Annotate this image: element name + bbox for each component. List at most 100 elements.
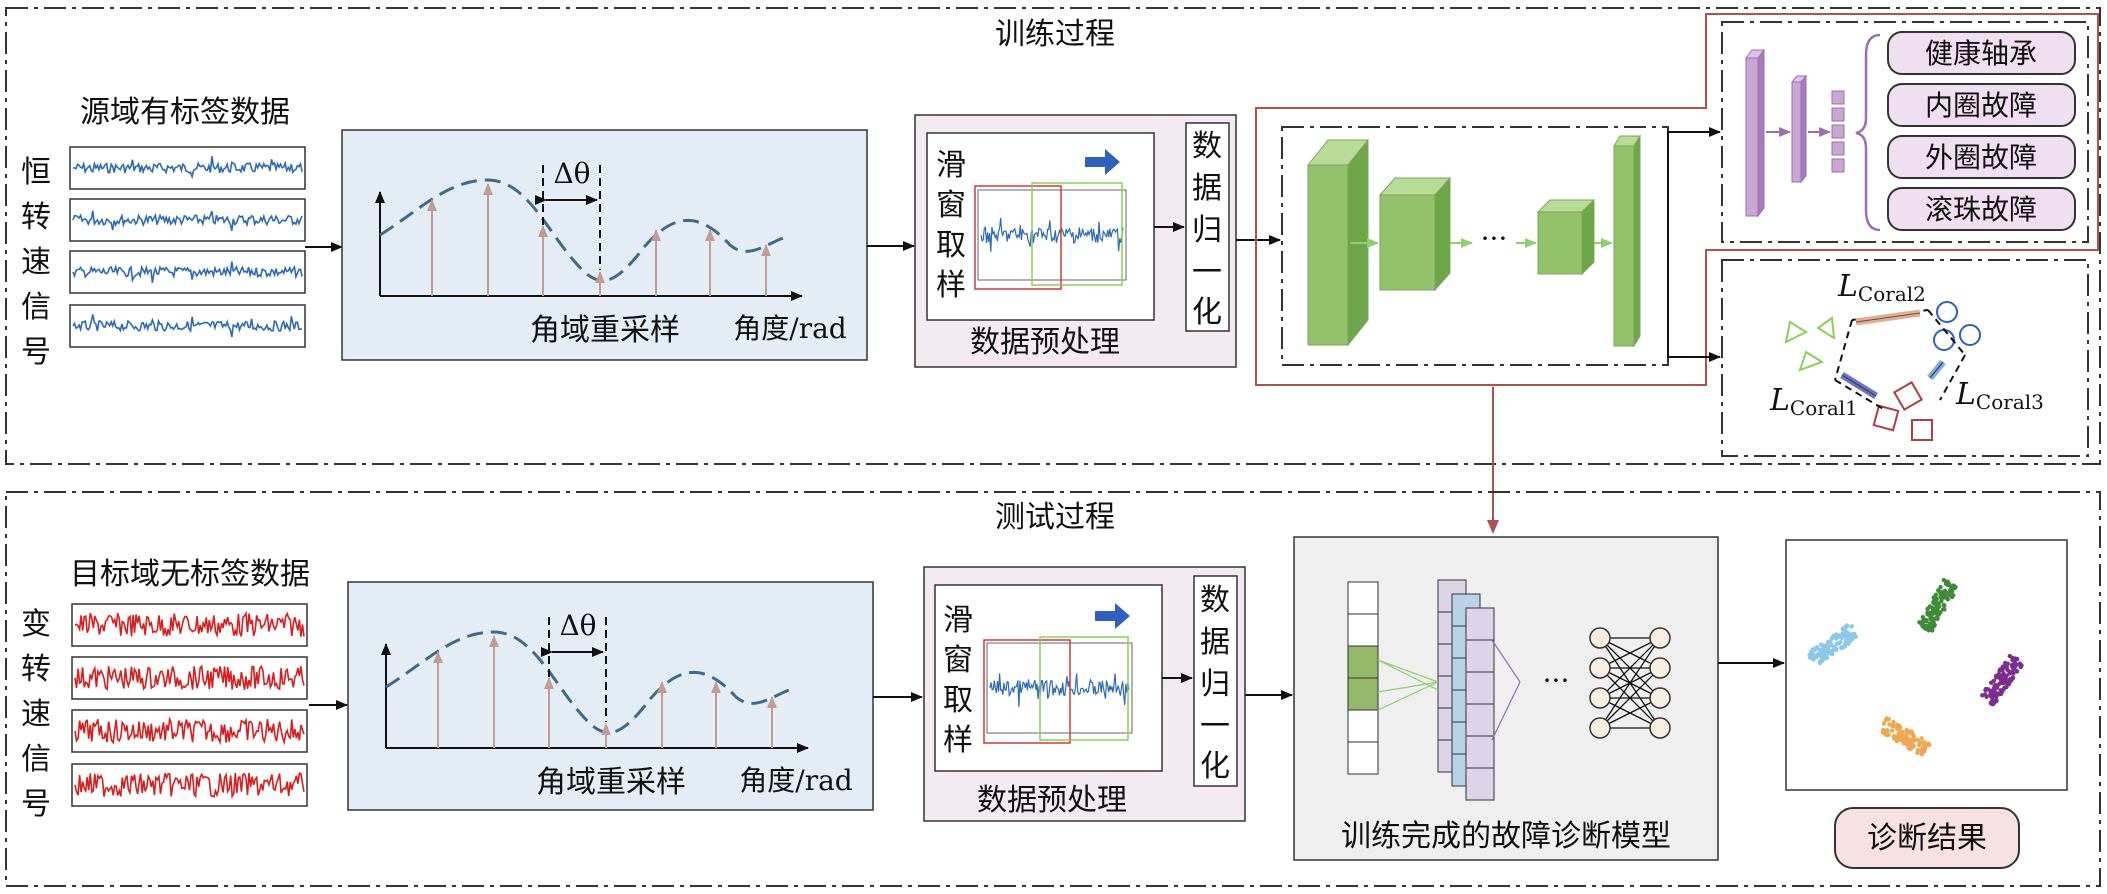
cluster-point [1840,626,1846,632]
sliding-window-char: 样 [943,723,973,758]
normalize-char: 一 [1200,709,1230,744]
cluster-point [1828,639,1833,644]
class-label: 健康轴承 [1925,37,2037,70]
cluster-point [2008,678,2014,683]
branch-line [1667,245,1721,362]
target-signal-char: 转 [21,652,51,687]
cluster-point [1944,590,1950,596]
target-signal-vertical-label: 变 转 速 信 号 [21,607,51,822]
cluster-point [1940,607,1946,612]
cluster-point [1899,738,1904,743]
neuron [1649,627,1671,649]
cluster-point [1891,733,1897,739]
sliding-window-vertical-label: 滑 窗 取 样 [943,603,973,758]
cluster-point [1840,631,1845,636]
preprocess-caption: 数据预处理 [977,783,1127,818]
cluster-point [1996,682,2002,687]
class-item-outer-race [1887,135,2076,179]
neuron [1649,657,1671,679]
cluster-point [2007,671,2012,676]
cluster-point [1949,591,1954,596]
cluster-point [1941,577,1947,583]
window-red [974,185,1062,290]
coral2-label: LCoral2 [1837,269,1926,306]
signal-trace [72,314,303,338]
testing-frame [5,491,2101,887]
cluster-point [1931,611,1937,616]
neuron [1649,717,1671,739]
cluster-point [1883,732,1889,737]
window-green [1039,636,1129,741]
cluster-point [1911,734,1917,740]
cluster-point [1829,652,1835,657]
cluster-point [1834,647,1839,652]
fully-connected-network [1589,627,1671,739]
model-ellipsis: ··· [1543,664,1570,697]
cluster-point [1842,644,1848,649]
branch-line [1667,127,1721,245]
cluster-point [1829,642,1834,648]
signal-trace [72,210,303,231]
cluster-point [1897,723,1902,729]
signal-box [71,709,308,753]
cluster-point [1998,667,2003,672]
class-labels: 健康轴承 内圈故障 外圈故障 滚珠故障 [1887,31,2076,231]
neuron [1589,657,1611,679]
cluster-point [1885,728,1890,733]
cluster-point [1930,628,1935,633]
cluster-point [1889,728,1895,733]
cluster-point [1890,723,1896,728]
cluster-point [1908,741,1913,746]
neuron [1589,717,1611,739]
cluster-point [1938,590,1943,595]
sample-arrows [427,183,771,296]
cluster-point [1919,752,1925,757]
feature-map-cell [1465,735,1495,769]
normalize-char: 化 [1192,295,1222,330]
sliding-window-char: 取 [943,683,973,718]
neuron [1649,687,1671,709]
cluster-point [1992,685,1997,691]
normalize-char: 据 [1192,171,1222,206]
cluster-point [1915,748,1921,753]
input-vector [1347,581,1379,775]
cluster-point [1931,607,1936,612]
cluster-point [1919,621,1924,626]
slide-direction-arrow-icon [1095,603,1130,629]
cluster-point [1938,594,1944,599]
target-signal-char: 变 [21,607,51,642]
feature-map-cell [1465,703,1495,737]
result-badge [1834,807,2020,869]
resample-caption: 角域重采样 [530,313,680,348]
source-signal-char: 恒 [21,155,51,190]
normalize-char: 一 [1192,255,1222,290]
class-label: 外圈故障 [1925,141,2037,174]
cluster-point [1925,611,1930,617]
cluster-point [1811,647,1817,652]
feature-map-cell [1465,767,1495,801]
cluster-point [2000,689,2005,694]
cluster-point [1989,691,1995,696]
normalize-box [1193,575,1238,787]
fc-layers [1745,48,1845,218]
mini-plot-signal [980,217,1124,252]
cluster-point [1886,717,1892,722]
cluster-point [1823,643,1829,648]
slide-direction-arrow-icon [1085,149,1120,175]
cnn-ellipsis: ··· [1481,222,1508,255]
resample-panel [347,581,874,811]
source-signal-char: 转 [21,200,51,235]
coral3-label: LCoral3 [1955,377,2044,414]
normalize-char: 据 [1200,625,1230,660]
mini-signal-trace [980,217,1124,252]
coral-diagram [1784,301,1981,441]
mini-plot-signal [989,673,1130,708]
cluster-point [1808,650,1814,656]
class-brace [1855,33,1881,232]
normalize-box [1185,122,1230,332]
cluster-point [1822,648,1827,654]
trained-model-network: ··· [1347,579,1671,801]
cluster-point [2000,681,2006,686]
class-item-inner-race [1887,83,2076,127]
source-signal-char: 信 [21,290,51,325]
